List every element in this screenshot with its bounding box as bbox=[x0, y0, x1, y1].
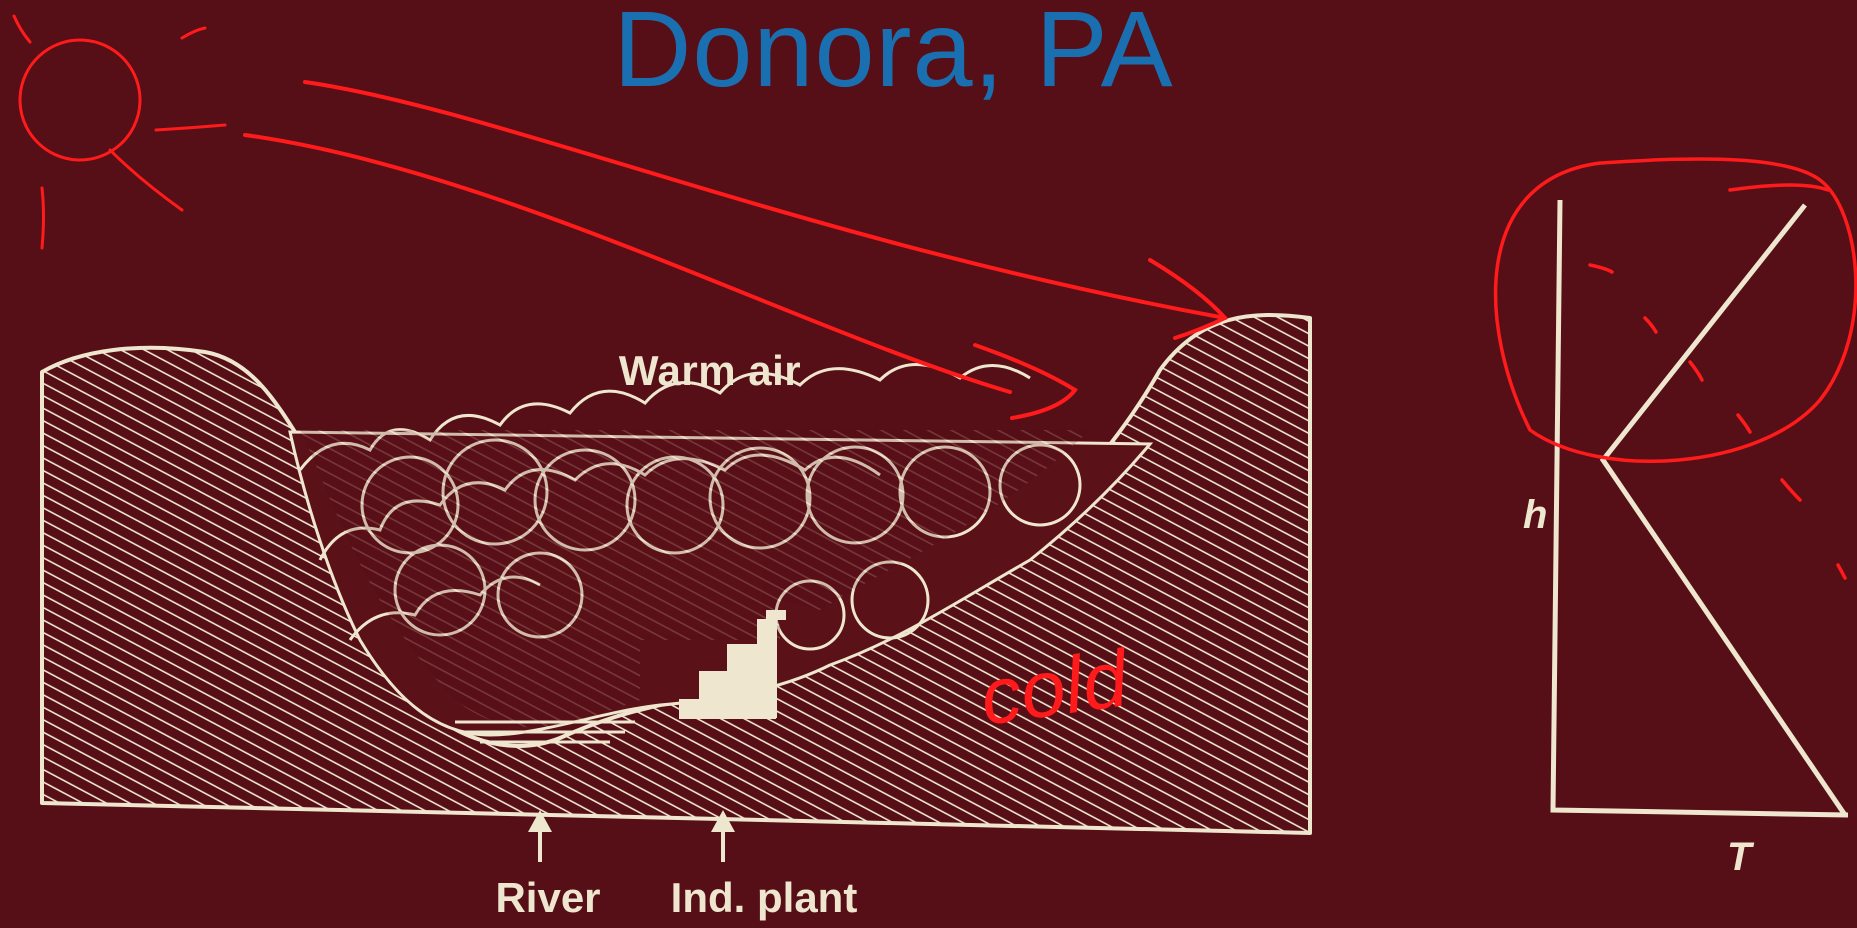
plant-label: Ind. plant bbox=[671, 874, 858, 921]
warm-air-label: Warm air bbox=[619, 347, 801, 394]
temperature-profile bbox=[1553, 200, 1848, 815]
sun-icon bbox=[0, 16, 225, 248]
river-label: River bbox=[495, 874, 600, 921]
t-axis-label: T bbox=[1727, 835, 1755, 879]
h-axis-label: h bbox=[1523, 493, 1547, 537]
